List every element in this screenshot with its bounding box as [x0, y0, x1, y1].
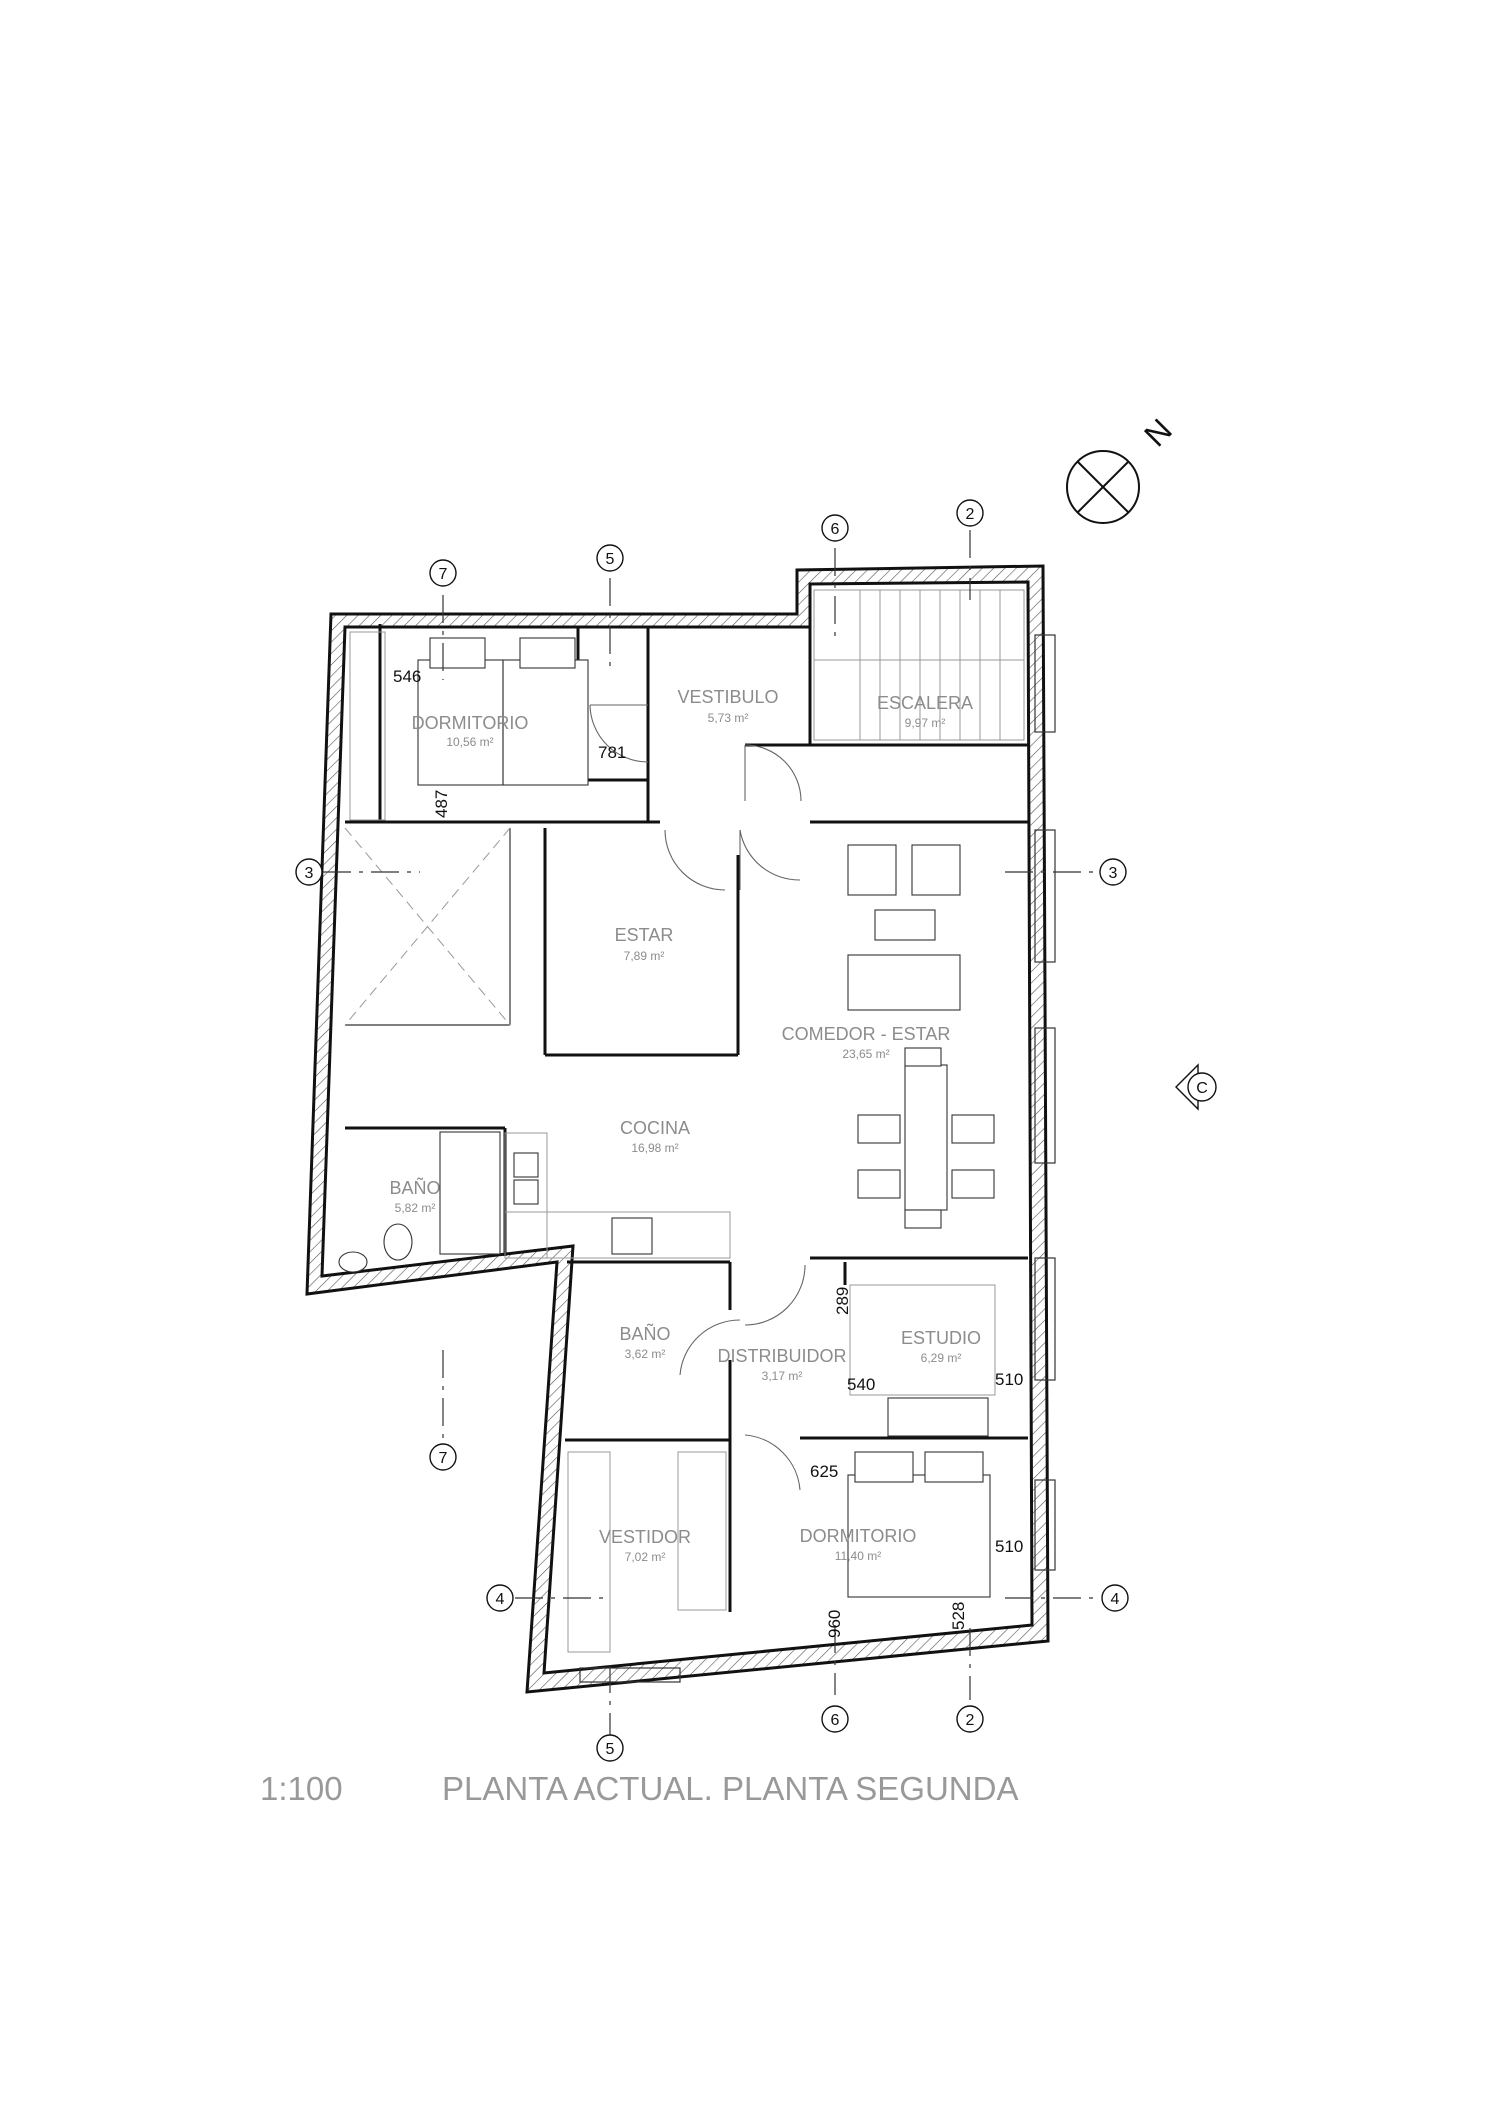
room-area-estar: 7,89 m²: [624, 949, 665, 963]
room-area-distribuidor: 3,17 m²: [762, 1369, 803, 1383]
dimension-625: 625: [810, 1462, 838, 1481]
room-area-vestidor: 7,02 m²: [625, 1550, 666, 1564]
room-name-distribuidor: DISTRIBUIDOR: [717, 1346, 846, 1366]
axis-bubble-5-top: 5: [596, 544, 624, 572]
dimension-289: 289: [833, 1287, 852, 1315]
room-area-bano-1: 5,82 m²: [395, 1201, 436, 1215]
dimension-510-upper: 510: [995, 1370, 1023, 1389]
drawing-title: PLANTA ACTUAL. PLANTA SEGUNDA: [442, 1770, 1018, 1807]
room-area-cocina: 16,98 m²: [631, 1141, 678, 1155]
vestidor-shelves: [567, 1451, 727, 1653]
axis-bubble-7-bottom: 7: [429, 1443, 457, 1471]
section-marker-c: C: [1175, 1063, 1217, 1111]
room-name-estudio: ESTUDIO: [901, 1328, 981, 1348]
room-area-escalera: 9,97 m²: [905, 716, 946, 730]
living-room-furniture: [847, 844, 995, 1229]
axis-bubble-6-bottom: 6: [821, 1705, 849, 1733]
room-area-estudio: 6,29 m²: [921, 1351, 962, 1365]
svg-text:7: 7: [439, 1450, 448, 1467]
desk-estudio: [849, 1284, 996, 1437]
axis-bubble-4-left: 4: [486, 1584, 514, 1612]
staircase: [813, 589, 1025, 741]
dimension-781: 781: [598, 743, 626, 762]
axis-bubble-6-top: 6: [821, 514, 849, 542]
svg-text:4: 4: [1111, 1591, 1120, 1608]
svg-text:7: 7: [439, 566, 448, 583]
room-name-bano-1: BAÑO: [389, 1177, 440, 1198]
svg-text:4: 4: [496, 1591, 505, 1608]
axis-bubble-2-bottom: 2: [956, 1705, 984, 1733]
doors: [589, 704, 806, 1491]
room-area-dormitorio-1: 10,56 m²: [446, 735, 493, 749]
dimension-528: 528: [949, 1602, 968, 1630]
dimension-546: 546: [393, 667, 421, 686]
dimension-487: 487: [432, 790, 451, 818]
svg-text:3: 3: [1109, 865, 1118, 882]
north-label: N: [1137, 412, 1179, 454]
wardrobe-dormitorio-1: [349, 631, 386, 821]
svg-text:3: 3: [305, 865, 314, 882]
room-name-vestidor: VESTIDOR: [599, 1527, 691, 1547]
dimension-960: 960: [825, 1610, 844, 1638]
axis-bubble-5-bottom: 5: [596, 1734, 624, 1762]
axis-bubble-2-top: 2: [956, 499, 984, 527]
dimension-510-lower: 510: [995, 1537, 1023, 1556]
svg-text:2: 2: [966, 506, 975, 523]
svg-text:5: 5: [606, 1741, 615, 1758]
svg-text:5: 5: [606, 551, 615, 568]
axis-bubble-3-right: 3: [1099, 858, 1127, 886]
room-name-escalera: ESCALERA: [877, 693, 973, 713]
room-area-vestibulo: 5,73 m²: [708, 711, 749, 725]
north-arrow-icon: [1066, 450, 1140, 524]
bed-dormitorio-1: [417, 637, 589, 786]
room-name-dormitorio-2: DORMITORIO: [800, 1526, 917, 1546]
axis-bubble-3-left: 3: [295, 858, 323, 886]
scale-label: 1:100: [260, 1770, 343, 1807]
bathroom-1-fixtures: [338, 1131, 501, 1273]
room-name-estar: ESTAR: [615, 925, 674, 945]
svg-text:6: 6: [831, 1712, 840, 1729]
axis-bubble-4-right: 4: [1101, 1584, 1129, 1612]
room-name-bano-2: BAÑO: [619, 1323, 670, 1344]
room-name-comedor-estar: COMEDOR - ESTAR: [782, 1024, 951, 1044]
room-name-vestibulo: VESTIBULO: [677, 687, 778, 707]
axis-grid: [323, 530, 1097, 1735]
axis-bubble-7-top: 7: [429, 559, 457, 587]
svg-text:6: 6: [831, 521, 840, 538]
room-name-cocina: COCINA: [620, 1118, 690, 1138]
bed-dormitorio-2: [847, 1451, 991, 1598]
room-area-bano-2: 3,62 m²: [625, 1347, 666, 1361]
room-area-dormitorio-2: 11,40 m²: [835, 1549, 881, 1563]
kitchen-counter: [504, 1132, 731, 1259]
room-area-comedor-estar: 23,65 m²: [842, 1047, 889, 1061]
svg-text:C: C: [1196, 1080, 1208, 1097]
windows: [579, 634, 1056, 1683]
svg-text:2: 2: [966, 1712, 975, 1729]
interior-walls: [344, 584, 1028, 1612]
dimension-540: 540: [847, 1375, 875, 1394]
room-name-dormitorio-1: DORMITORIO: [412, 713, 529, 733]
